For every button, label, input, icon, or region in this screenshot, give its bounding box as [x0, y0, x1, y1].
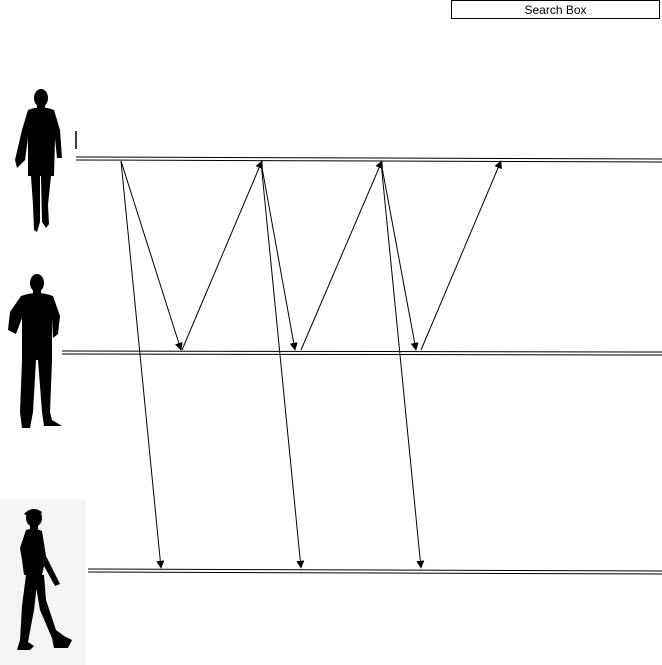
arrow-5 [260, 161, 305, 569]
arrow-8 [380, 161, 425, 569]
arrow-7 [380, 161, 419, 351]
arrow-9 [420, 160, 502, 351]
arrow-3 [181, 160, 263, 351]
lane-line-1 [75, 131, 662, 163]
walking-person-icon [17, 508, 72, 650]
arrows [120, 160, 502, 569]
arrow-1 [120, 160, 183, 351]
lane-line-2 [61, 350, 662, 356]
search-box[interactable]: Search Box [451, 0, 660, 19]
standing-person-coat-icon [15, 89, 62, 232]
arrow-6 [300, 160, 383, 351]
arrow-4 [260, 161, 298, 351]
lane-line-3 [87, 568, 662, 575]
arrow-2 [120, 160, 165, 569]
standing-person-icon [8, 274, 62, 428]
